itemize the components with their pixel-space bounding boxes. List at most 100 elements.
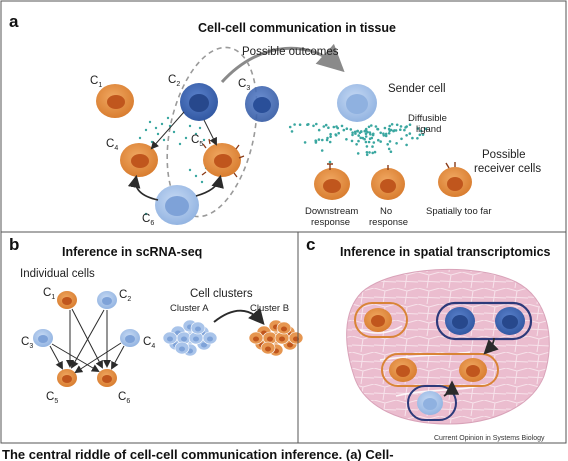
c2-label: C2 xyxy=(168,74,180,88)
receiver-downstream xyxy=(314,160,350,200)
cluster-nucleus xyxy=(267,336,273,342)
ligand-dot xyxy=(371,151,375,155)
ligand-dot xyxy=(328,140,332,144)
ligand-dot xyxy=(322,125,326,128)
ligand-dot xyxy=(350,139,354,143)
ligand-dot xyxy=(395,142,398,145)
ligand-dot xyxy=(371,145,374,148)
cluster-b-label: Cluster B xyxy=(250,303,289,314)
cluster-nucleus xyxy=(179,346,185,352)
cell-c2 xyxy=(180,83,218,121)
b-c4-label: C4 xyxy=(143,336,155,350)
cell-c3 xyxy=(245,86,279,122)
ligand-dot xyxy=(315,122,318,126)
sender-cell xyxy=(337,84,377,122)
ligand-dot xyxy=(420,129,423,133)
ligand-dot xyxy=(325,138,329,142)
ligand-dot xyxy=(332,125,336,129)
b-cell-c2 xyxy=(97,291,117,309)
orange-pair-outline-top xyxy=(354,302,408,338)
ligand-dot xyxy=(408,123,412,126)
ligand-dot xyxy=(389,150,393,153)
ligand-dot xyxy=(329,132,332,136)
ligand-dot xyxy=(288,125,292,129)
ligand-dot xyxy=(307,123,310,126)
ligand-dot xyxy=(399,128,402,131)
ligand-dot xyxy=(320,149,324,152)
ligand-dot xyxy=(395,123,399,127)
cluster-nucleus xyxy=(167,336,173,342)
receivers-label-2: receiver cells xyxy=(474,163,541,175)
ligand-dot xyxy=(365,153,369,157)
panel-c: c Inference in spatial transcriptomics C… xyxy=(306,235,551,442)
blue-pair-outline xyxy=(435,301,533,341)
c5-label: C5 xyxy=(191,134,203,148)
ligand-dot xyxy=(364,135,368,138)
ligand-dot xyxy=(400,137,403,141)
ligand-dot xyxy=(337,131,341,135)
ligand-dot xyxy=(388,140,392,143)
ligand-dot xyxy=(392,129,395,133)
ligand-dot xyxy=(340,124,344,128)
ligand-dot xyxy=(357,139,360,143)
ligand-dot xyxy=(351,131,354,134)
cell-clusters-label: Cell clusters xyxy=(190,288,253,300)
receivers-label-1: Possible xyxy=(482,149,525,161)
panel-c-letter: c xyxy=(306,235,315,254)
ligand-dot xyxy=(387,127,391,131)
ligand-dot xyxy=(329,135,332,138)
outcome-no-response-2: response xyxy=(369,217,408,228)
cluster-b xyxy=(248,319,304,357)
ligand-dot xyxy=(399,125,403,128)
ligand-dot xyxy=(364,132,368,135)
cluster-nucleus xyxy=(181,336,187,342)
ligand-dot xyxy=(377,138,380,142)
ligand-dot xyxy=(312,124,315,128)
panel-a-arrows xyxy=(127,111,224,201)
ligand-dot xyxy=(356,152,360,155)
ligand-dot xyxy=(334,134,338,137)
ligand-dot xyxy=(373,150,377,154)
ligand-dot xyxy=(424,127,428,130)
ligand-dot xyxy=(403,128,406,132)
ligand-dot xyxy=(349,128,353,131)
ligand-dot xyxy=(418,133,422,137)
ligand-cloud xyxy=(288,122,428,157)
ligand-dot xyxy=(365,151,369,154)
b-cell-c4 xyxy=(120,329,140,347)
tissue-section xyxy=(346,268,550,425)
ligand-dot xyxy=(367,125,371,129)
cluster-nucleus xyxy=(287,342,293,348)
cell-c4 xyxy=(120,143,158,177)
ligand-dot xyxy=(365,145,369,148)
panel-b-letter: b xyxy=(9,235,19,254)
ligand-dot xyxy=(355,143,358,146)
ligand-dot xyxy=(356,129,359,133)
ligand-dot xyxy=(351,133,354,137)
panel-a-letter: a xyxy=(9,12,19,31)
tissue-cell-orange-1 xyxy=(364,308,392,332)
outcomes-label: Possible outcomes xyxy=(242,46,339,58)
b-cell-c3 xyxy=(33,329,53,347)
ligand-dot xyxy=(405,134,408,137)
ligand-dot xyxy=(317,128,321,132)
figure-caption: The central riddle of cell-cell communic… xyxy=(2,447,394,461)
ligand-dot xyxy=(384,132,388,136)
b-c3-label: C3 xyxy=(21,336,33,350)
panel-b-title: Inference in scRNA-seq xyxy=(62,245,202,259)
ligand-dot xyxy=(421,133,425,136)
ligand-dot xyxy=(317,138,321,141)
ligand-dot xyxy=(379,140,383,143)
diffusible-label-2: ligand xyxy=(416,124,441,135)
ligand-dot xyxy=(357,134,361,137)
ligand-dot xyxy=(342,128,346,132)
ligand-dot xyxy=(383,126,387,130)
ligand-dot xyxy=(394,129,398,132)
cluster-a-label: Cluster A xyxy=(170,303,209,314)
receiver-too-far xyxy=(438,162,472,197)
ligand-dot xyxy=(387,147,391,151)
ligand-dot xyxy=(370,124,373,127)
ligand-dot xyxy=(372,132,375,136)
ligand-dot xyxy=(379,131,383,135)
ligand-dot xyxy=(387,132,391,135)
